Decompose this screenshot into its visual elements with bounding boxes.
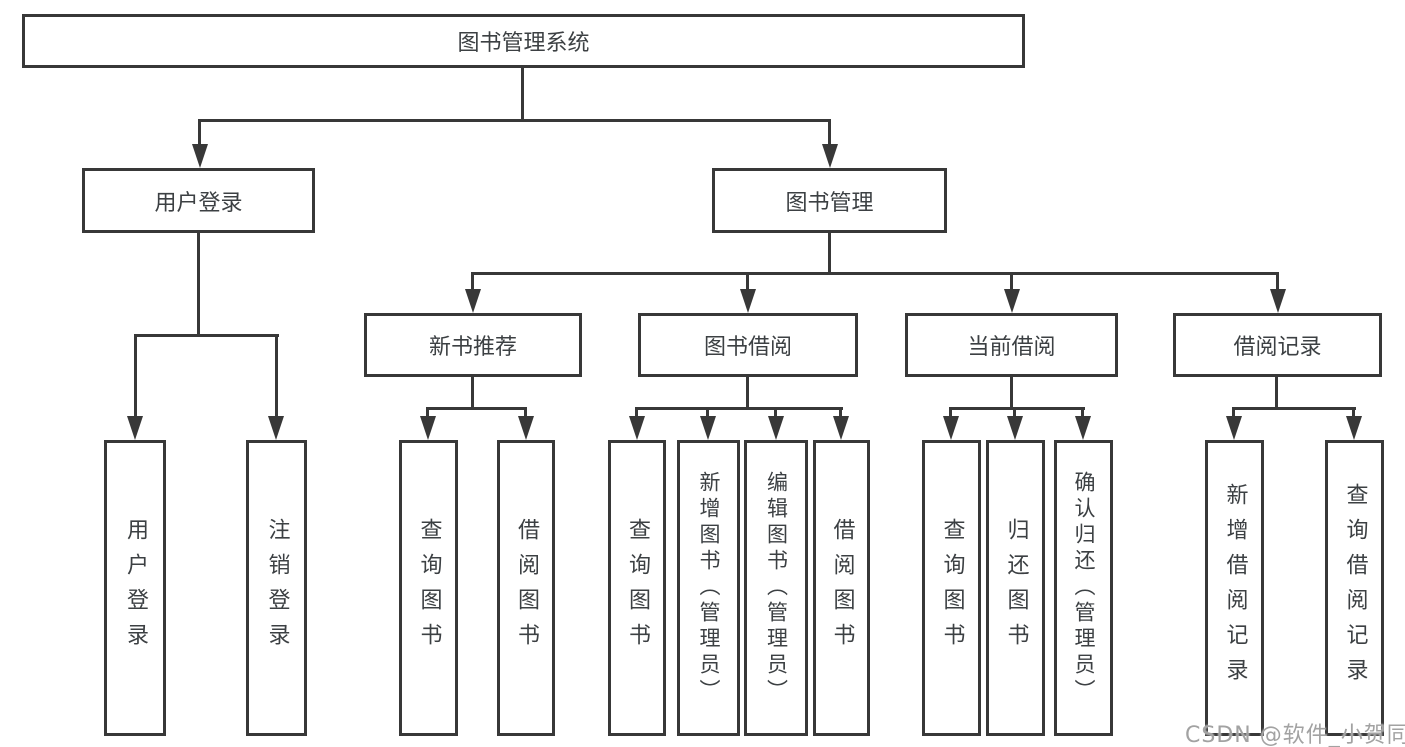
- connector-line: [635, 407, 638, 416]
- leaf-borrow-books-recommend: 借阅图书: [497, 440, 555, 736]
- connector-line: [949, 407, 1085, 410]
- leaf-query-books-borrow-label: 查询图书: [625, 518, 650, 658]
- arrow-down-icon: [1007, 416, 1023, 440]
- connector-line: [1010, 272, 1013, 290]
- connector-line: [774, 407, 777, 416]
- arrow-down-icon: [268, 416, 284, 440]
- arrow-down-icon: [1346, 416, 1362, 440]
- leaf-query-books-recommend: 查询图书: [399, 440, 458, 736]
- connector-line: [635, 407, 843, 410]
- arrow-down-icon: [465, 289, 481, 313]
- leaf-edit-book-admin-label: 编辑图书（管理员）: [764, 471, 789, 705]
- leaf-logout-label: 注销登录: [264, 518, 290, 658]
- connector-line: [746, 377, 749, 410]
- connector-line: [134, 334, 137, 416]
- node-book-management: 图书管理: [712, 168, 947, 233]
- leaf-borrow-books-label: 借阅图书: [829, 518, 855, 658]
- connector-line: [1010, 377, 1013, 410]
- leaf-query-borrow-record: 查询借阅记录: [1325, 440, 1384, 736]
- leaf-add-book-admin: 新增图书（管理员）: [677, 440, 740, 736]
- leaf-query-books-borrow: 查询图书: [608, 440, 666, 736]
- node-root-label: 图书管理系统: [457, 31, 590, 56]
- arrow-down-icon: [518, 416, 534, 440]
- leaf-query-borrow-record-label: 查询借阅记录: [1342, 483, 1368, 693]
- connector-line: [275, 334, 278, 416]
- arrow-down-icon: [1075, 416, 1091, 440]
- connector-line: [1232, 407, 1235, 416]
- leaf-borrow-books-recommend-label: 借阅图书: [514, 518, 539, 658]
- node-user-login-label: 用户登录: [154, 190, 243, 216]
- connector-line: [1081, 407, 1084, 416]
- connector-line: [524, 407, 527, 416]
- node-borrow-records-label: 借阅记录: [1233, 335, 1322, 360]
- node-user-login: 用户登录: [82, 168, 315, 233]
- arrow-down-icon: [127, 416, 143, 440]
- leaf-user-login-label: 用户登录: [123, 518, 148, 658]
- connector-line: [1232, 407, 1356, 410]
- connector-line: [1276, 272, 1279, 290]
- leaf-borrow-books: 借阅图书: [813, 440, 870, 736]
- connector-line: [746, 272, 749, 290]
- leaf-add-borrow-record-label: 新增借阅记录: [1222, 483, 1248, 693]
- leaf-confirm-return-admin: 确认归还（管理员）: [1054, 440, 1113, 736]
- connector-line: [706, 407, 709, 416]
- connector-line: [1275, 377, 1278, 410]
- arrow-down-icon: [822, 144, 838, 168]
- connector-line: [471, 377, 474, 410]
- arrow-down-icon: [1270, 289, 1286, 313]
- arrow-down-icon: [629, 416, 645, 440]
- leaf-query-books-current-label: 查询图书: [939, 518, 965, 658]
- arrow-down-icon: [1004, 289, 1020, 313]
- node-book-management-label: 图书管理: [785, 190, 874, 216]
- connector-line: [949, 407, 952, 416]
- leaf-add-borrow-record: 新增借阅记录: [1205, 440, 1264, 736]
- node-current-borrow: 当前借阅: [905, 313, 1118, 377]
- connector-line: [198, 119, 201, 146]
- node-book-borrow: 图书借阅: [638, 313, 858, 377]
- leaf-add-book-admin-label: 新增图书（管理员）: [697, 471, 721, 705]
- arrow-down-icon: [192, 144, 208, 168]
- connector-line: [426, 407, 429, 416]
- connector-line: [426, 407, 527, 410]
- connector-line: [1013, 407, 1016, 416]
- connector-line: [134, 334, 279, 337]
- node-borrow-records: 借阅记录: [1173, 313, 1382, 377]
- node-new-book-recommend: 新书推荐: [364, 313, 582, 377]
- arrow-down-icon: [943, 416, 959, 440]
- leaf-logout: 注销登录: [246, 440, 307, 736]
- arrow-down-icon: [420, 416, 436, 440]
- arrow-down-icon: [740, 289, 756, 313]
- arrow-down-icon: [700, 416, 716, 440]
- connector-line: [828, 119, 831, 146]
- node-current-borrow-label: 当前借阅: [967, 335, 1056, 360]
- node-new-book-recommend-label: 新书推荐: [428, 335, 517, 360]
- arrow-down-icon: [768, 416, 784, 440]
- csdn-watermark: CSDN @软件_小贺同学: [1185, 723, 1405, 747]
- connector-line: [198, 119, 831, 122]
- leaf-query-books-current: 查询图书: [922, 440, 981, 736]
- connector-line: [1352, 407, 1355, 416]
- node-book-borrow-label: 图书借阅: [703, 335, 792, 360]
- node-root: 图书管理系统: [22, 14, 1025, 68]
- connector-line: [828, 233, 831, 275]
- leaf-query-books-recommend-label: 查询图书: [416, 518, 442, 658]
- connector-line: [521, 68, 524, 122]
- arrow-down-icon: [1226, 416, 1242, 440]
- leaf-edit-book-admin: 编辑图书（管理员）: [744, 440, 808, 736]
- leaf-return-book-label: 归还图书: [1003, 518, 1029, 658]
- leaf-confirm-return-admin-label: 确认归还（管理员）: [1072, 471, 1096, 705]
- connector-line: [471, 272, 474, 290]
- connector-line: [197, 233, 200, 337]
- connector-line: [471, 272, 1279, 275]
- arrow-down-icon: [833, 416, 849, 440]
- leaf-return-book: 归还图书: [986, 440, 1045, 736]
- leaf-user-login: 用户登录: [104, 440, 166, 736]
- connector-line: [839, 407, 842, 416]
